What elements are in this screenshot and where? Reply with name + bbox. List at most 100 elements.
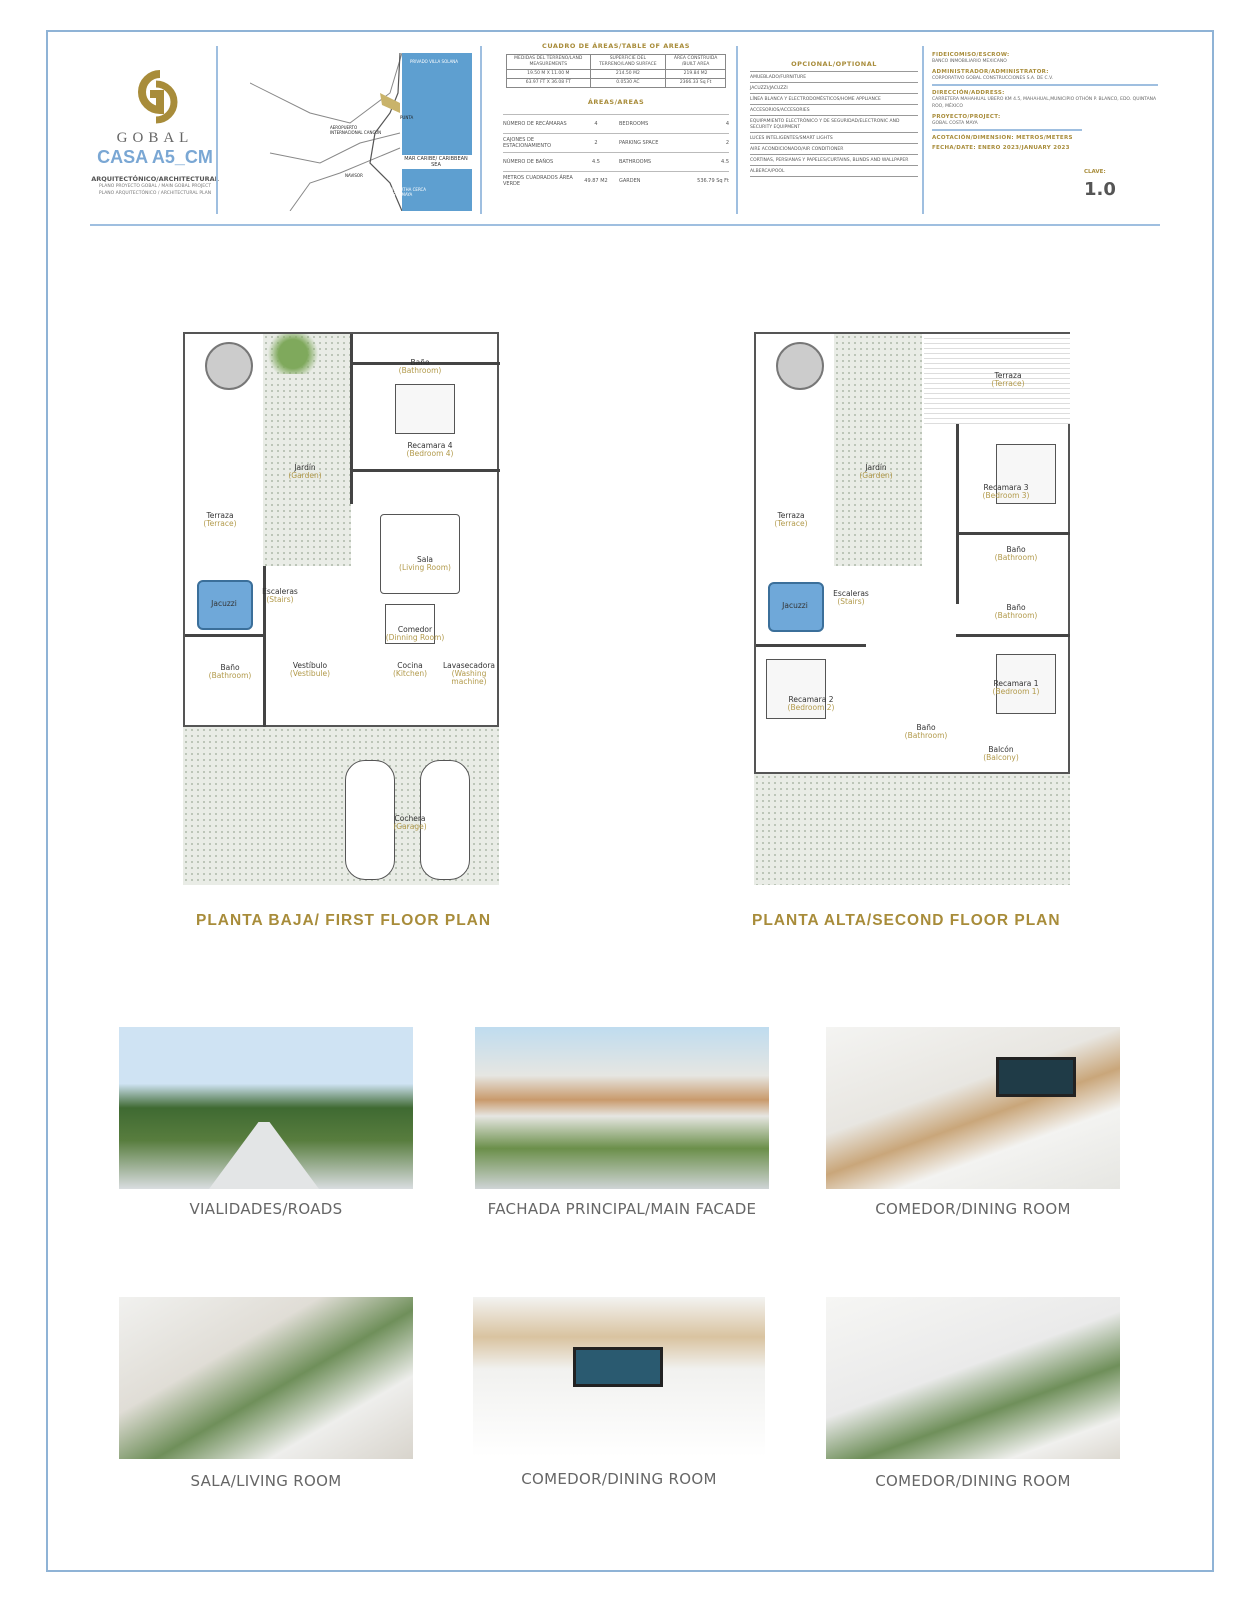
room-label: Vestíbulo(Vestibule) bbox=[289, 661, 331, 678]
wall bbox=[350, 469, 500, 472]
optional-item: CORTINAS, PERSIANAS Y PAPELES/CURTAINS, … bbox=[750, 155, 918, 166]
jacuzzi bbox=[197, 580, 253, 630]
row-value: 4.5 bbox=[592, 159, 600, 165]
room-label: Jardín(Garden) bbox=[288, 463, 322, 480]
umbrella-icon bbox=[205, 342, 253, 390]
room-label: Terraza(Terrace) bbox=[774, 511, 808, 528]
second-floor-plan: Terraza(Terrace) Jardín(Garden) Recamara… bbox=[754, 332, 1070, 774]
sea-area bbox=[402, 53, 472, 211]
wall bbox=[350, 362, 500, 365]
divider bbox=[90, 224, 1160, 226]
room-label: Terraza(Terrace) bbox=[991, 371, 1025, 388]
optional-item: LÍNEA BLANCA Y ELECTRODOMÉSTICOS/HOME AP… bbox=[750, 94, 918, 105]
room-label: Escaleras(Stairs) bbox=[833, 589, 869, 606]
terrace-deck bbox=[924, 334, 1070, 424]
brand-name: GOBAL bbox=[116, 130, 194, 146]
first-floor-title: PLANTA BAJA/ FIRST FLOOR PLAN bbox=[196, 912, 492, 929]
divider bbox=[922, 46, 924, 214]
room-label: Baño(Bathroom) bbox=[994, 545, 1038, 562]
row-label: BATHROOMS bbox=[619, 159, 652, 165]
optional-block: OPCIONAL/OPTIONAL AMUEBLADO/FURNITURE JA… bbox=[750, 60, 918, 177]
room-label: Escaleras(Stairs) bbox=[262, 587, 298, 604]
optional-item: AMUEBLADO/FURNITURE bbox=[750, 72, 918, 83]
palm-icon bbox=[263, 334, 323, 374]
wall bbox=[350, 334, 353, 504]
areas-row: NÚMERO DE BAÑOS 4.5 BATHROOMS 4.5 bbox=[503, 152, 729, 171]
wall bbox=[263, 566, 266, 734]
info-label: DIRECCIÓN/ADDRESS: bbox=[932, 90, 1005, 96]
areas-table-block: CUADRO DE ÁREAS/TABLE OF AREAS MEDIDAS D… bbox=[496, 38, 736, 218]
row-label: BEDROOMS bbox=[619, 121, 649, 127]
info-label: FECHA/DATE: ENERO 2023/JANUARY 2023 bbox=[932, 145, 1070, 151]
row-label: GARDEN bbox=[619, 178, 641, 184]
table-cell: 63.97 FT X 36.08 FT bbox=[506, 78, 591, 88]
info-label: FIDEICOMISO/ESCROW: bbox=[932, 52, 1010, 58]
render-caption: COMEDOR/DINING ROOM bbox=[875, 1472, 1071, 1490]
umbrella-icon bbox=[776, 342, 824, 390]
info-label: ADMINISTRADOR/ADMINISTRATOR: bbox=[932, 69, 1049, 75]
room-label: Jacuzzi bbox=[782, 601, 808, 610]
bed-icon bbox=[996, 444, 1056, 504]
table-header: ÁREA CONSTRUIDA /BUILT AREA bbox=[665, 54, 726, 70]
clave-label: CLAVE: bbox=[1084, 169, 1106, 175]
table-header: SUPERFICIE DEL TERRENO/LAND SURFACE bbox=[589, 54, 667, 70]
room-label: Recamara 1(Bedroom 1) bbox=[992, 679, 1040, 696]
room-label: Baño(Bathroom) bbox=[398, 358, 442, 375]
room-label: Jardín(Garden) bbox=[859, 463, 893, 480]
bed-icon bbox=[996, 654, 1056, 714]
room-label: Sala(Living Room) bbox=[399, 555, 451, 572]
row-label: NÚMERO DE BAÑOS bbox=[503, 159, 554, 165]
render-caption: SALA/LIVING ROOM bbox=[190, 1472, 342, 1490]
row-label: NÚMERO DE RECÁMARAS bbox=[503, 121, 567, 127]
divider bbox=[736, 46, 738, 214]
room-label: Cocina(Kitchen) bbox=[392, 661, 428, 678]
map-label: SANTA MARTHA CERCA DE COSTA MAYA bbox=[380, 187, 427, 197]
render-dining-2 bbox=[473, 1297, 765, 1457]
discipline-label: ARQUITECTÓNICO/ARCHITECTURAL bbox=[91, 175, 219, 183]
info-label: PROYECTO/PROJECT: bbox=[932, 114, 1001, 120]
optional-title: OPCIONAL/OPTIONAL bbox=[750, 60, 918, 72]
lower-area bbox=[754, 774, 1070, 885]
row-label: METROS CUADRADOS ÁREA VERDE bbox=[503, 175, 573, 187]
row-value: 4 bbox=[725, 121, 729, 127]
render-living bbox=[119, 1297, 413, 1459]
room-label: Lavasecadora(Washing machine) bbox=[442, 661, 496, 686]
info-value: GOBAL COSTA MAYA bbox=[932, 121, 978, 126]
map-label: NAVISOR bbox=[345, 173, 363, 178]
dining-table-icon bbox=[385, 604, 435, 644]
info-block: FIDEICOMISO/ESCROW: BANCO INMOBILIARIO M… bbox=[932, 48, 1158, 200]
car-icon bbox=[345, 760, 395, 880]
render-dining-1 bbox=[826, 1027, 1120, 1189]
divider bbox=[480, 46, 482, 214]
row-label: PARKING SPACE bbox=[619, 140, 659, 146]
project-code: CASA A5_CM bbox=[97, 147, 213, 167]
page-frame bbox=[46, 30, 1214, 1572]
wall bbox=[185, 634, 265, 637]
render-caption: VIALIDADES/ROADS bbox=[189, 1200, 343, 1218]
divider bbox=[216, 46, 218, 214]
optional-item: LUCES INTELIGENTES/SMART LIGHTS bbox=[750, 133, 918, 144]
sofa-icon bbox=[380, 514, 460, 594]
render-caption: COMEDOR/DINING ROOM bbox=[875, 1200, 1071, 1218]
row-value: 536.79 Sq Ft bbox=[697, 178, 729, 184]
bed-icon bbox=[766, 659, 826, 719]
optional-item: ACCESORIOS/ACCESORIES bbox=[750, 105, 918, 116]
areas-table-title: CUADRO DE ÁREAS/TABLE OF AREAS bbox=[542, 42, 690, 50]
room-label: Cochera(Garage) bbox=[393, 814, 427, 831]
title-block: GOBAL CASA A5_CM ARQUITECTÓNICO/ARCHITEC… bbox=[60, 38, 1168, 218]
row-label: CAJONES DE ESTACIONAMIENTO bbox=[503, 137, 552, 149]
divider bbox=[932, 84, 1158, 86]
render-dining-3 bbox=[826, 1297, 1120, 1459]
wall bbox=[956, 424, 959, 604]
optional-item: JACUZZI/JACUZZI bbox=[750, 83, 918, 94]
row-value: 4.5 bbox=[721, 159, 729, 165]
table-header: MEDIDAS DEL TERRENO/LAND MEASUREMENTS bbox=[506, 54, 591, 70]
second-floor-title: PLANTA ALTA/SECOND FLOOR PLAN bbox=[752, 912, 1061, 929]
divider bbox=[932, 129, 1082, 131]
areas-subtitle: ÁREAS/AREAS bbox=[587, 98, 645, 106]
optional-item: ALBERCA/POOL bbox=[750, 166, 918, 177]
room-label: Baño(Bathroom) bbox=[208, 663, 252, 680]
sub-label-1: PLANO PROYECTO GOBAL / MAIN GOBAL PROJEC… bbox=[98, 184, 212, 189]
